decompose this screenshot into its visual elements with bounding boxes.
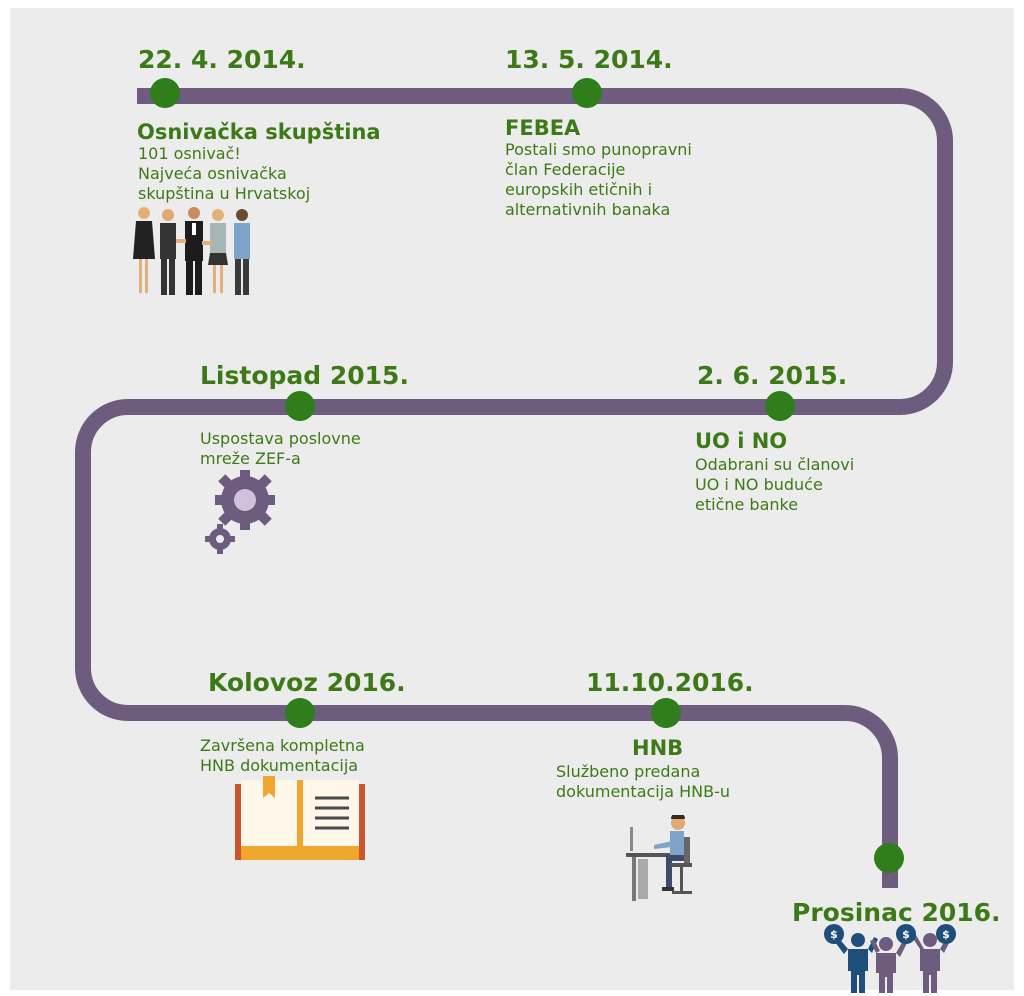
milestone-dot-5 xyxy=(285,698,315,728)
event-5-line-2: HNB dokumentacija xyxy=(200,756,359,775)
event-6-description: Službeno predana dokumentacija HNB-u xyxy=(556,762,730,802)
milestone-dot-6 xyxy=(651,698,681,728)
event-6-title: HNB xyxy=(632,736,684,760)
event-4-description: Uspostava poslovne mreže ZEF-a xyxy=(200,429,361,469)
event-3-date: 2. 6. 2015. xyxy=(697,361,848,390)
event-2-date: 13. 5. 2014. xyxy=(505,45,673,74)
event-6-line-2: dokumentacija HNB-u xyxy=(556,782,730,801)
event-2-description: Postali smo punopravni član Federacije e… xyxy=(505,140,692,220)
milestone-dot-7 xyxy=(874,843,904,873)
event-4-line-2: mreže ZEF-a xyxy=(200,449,301,468)
event-3-line-3: etične banke xyxy=(695,495,799,514)
event-2-line-4: alternativnih banaka xyxy=(505,200,671,219)
people-money-bags-icon: $ $ $ xyxy=(824,924,956,993)
svg-text:$: $ xyxy=(942,928,950,941)
timeline-path xyxy=(75,88,953,888)
event-2-title: FEBEA xyxy=(505,116,581,140)
event-4-date: Listopad 2015. xyxy=(200,361,409,390)
event-6-line-1: Službeno predana xyxy=(556,762,701,781)
event-3-title: UO i NO xyxy=(695,429,788,453)
milestone-dot-4 xyxy=(285,391,315,421)
milestone-dot-1 xyxy=(150,78,180,108)
person-at-computer-icon xyxy=(626,815,692,901)
event-2-line-2: član Federacije xyxy=(505,160,626,179)
timeline-panel xyxy=(10,8,1014,990)
event-2-line-3: europskih etičnih i xyxy=(505,180,653,199)
event-1-date: 22. 4. 2014. xyxy=(138,45,306,74)
event-5-description: Završena kompletna HNB dokumentacija xyxy=(200,736,365,776)
svg-text:$: $ xyxy=(830,928,838,941)
event-3-line-1: Odabrani su članovi xyxy=(695,455,855,474)
event-5-date: Kolovoz 2016. xyxy=(208,668,406,697)
event-7-date: Prosinac 2016. xyxy=(792,898,1001,927)
milestone-dot-2 xyxy=(572,78,602,108)
event-1-title: Osnivačka skupština xyxy=(137,120,381,144)
event-1-line-2: Najveća osnivačka xyxy=(138,164,287,183)
event-5-line-1: Završena kompletna xyxy=(200,736,365,755)
event-2-line-1: Postali smo punopravni xyxy=(505,140,692,159)
open-book-icon xyxy=(235,776,365,860)
event-4-line-1: Uspostava poslovne xyxy=(200,429,361,448)
event-1-line-1: 101 osnivač! xyxy=(138,144,241,163)
people-handshake-icon xyxy=(133,207,250,295)
gears-icon xyxy=(205,470,275,554)
milestone-dot-3 xyxy=(765,391,795,421)
svg-text:$: $ xyxy=(902,928,910,941)
event-3-line-2: UO i NO buduće xyxy=(695,475,823,494)
event-1-line-3: skupština u Hrvatskoj xyxy=(138,184,311,203)
event-3-description: Odabrani su članovi UO i NO buduće etičn… xyxy=(695,455,854,515)
event-6-date: 11.10.2016. xyxy=(586,668,754,697)
event-1-description: 101 osnivač! Najveća osnivačka skupština… xyxy=(138,144,310,204)
